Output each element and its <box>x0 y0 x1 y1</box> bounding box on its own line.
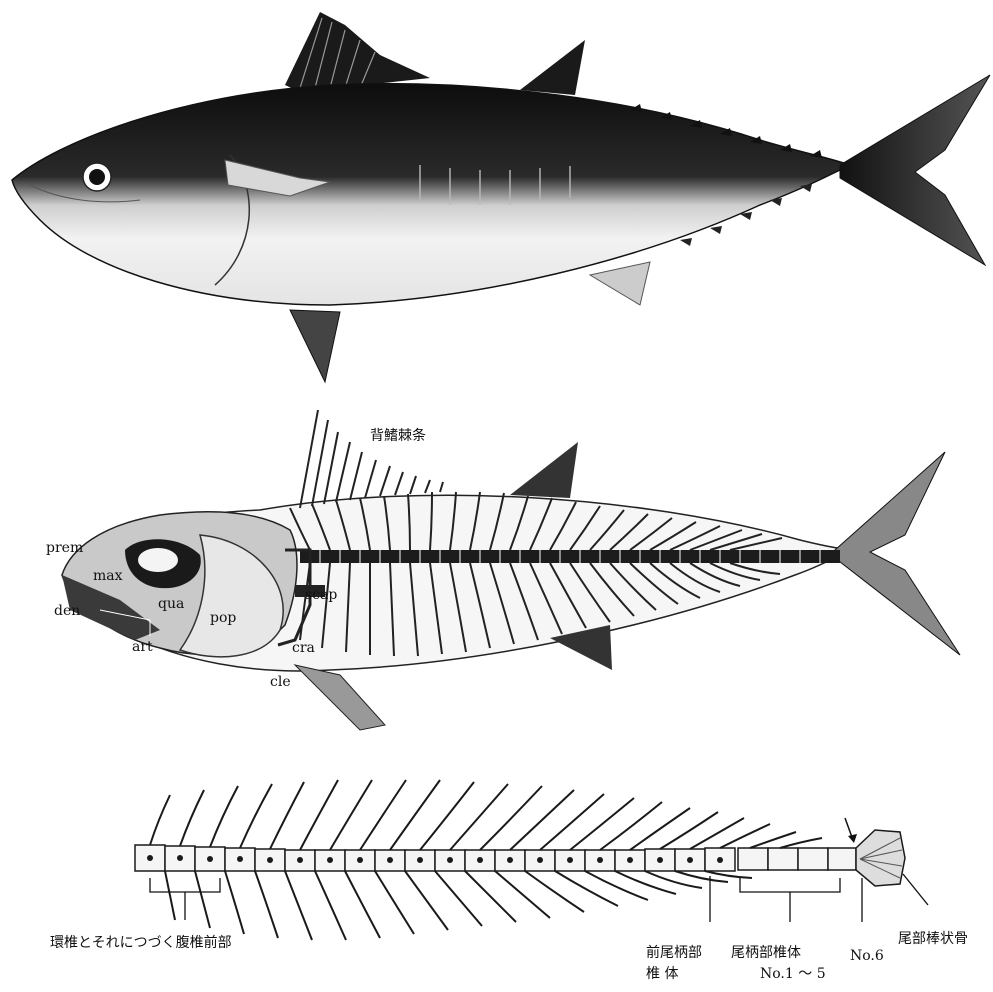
skeleton-second-dorsal-fin <box>510 442 578 498</box>
label-prem: prem <box>46 540 83 556</box>
label-scap: scap <box>305 587 337 603</box>
dorsal-fin-spines <box>300 410 443 508</box>
label-pre-caudal-line2: 椎 体 <box>646 966 678 982</box>
label-art: art <box>132 639 153 655</box>
vertebral-column-drawing <box>0 750 993 992</box>
label-pop: pop <box>210 610 236 626</box>
label-caudal-line1: 尾柄部椎体 <box>731 945 801 961</box>
tuna-body <box>12 84 850 305</box>
tuna-illustration-panel <box>0 0 993 395</box>
label-cle: cle <box>270 674 291 690</box>
label-no6: No.6 <box>850 948 884 964</box>
pelvic-fin <box>290 310 340 382</box>
label-cra: cra <box>292 640 315 656</box>
label-atlas-front: 環椎とそれにつづく腹椎前部 <box>50 935 232 951</box>
vertebra-chain <box>135 845 856 871</box>
label-den: den <box>54 603 80 619</box>
second-dorsal-fin <box>520 40 585 95</box>
vertebral-column <box>300 550 840 563</box>
tuna-body-drawing <box>0 0 993 395</box>
label-dorsal-spines: 背鰭棘条 <box>370 428 426 444</box>
skeleton-caudal-fin <box>835 452 960 655</box>
skeleton-illustration-panel: 背鰭棘条 prem max den qua art pop scap cra c… <box>0 400 993 745</box>
first-dorsal-fin <box>285 12 430 92</box>
label-urostyle: 尾部棒状骨 <box>898 931 968 947</box>
vertebral-column-panel: 環椎とそれにつづく腹椎前部 前尾柄部 椎 体 尾柄部椎体 No.1 ～ 5 No… <box>0 750 993 992</box>
label-max: max <box>93 568 123 584</box>
label-caudal-line2: No.1 ～ 5 <box>760 966 826 982</box>
column-neural-spines <box>150 780 822 850</box>
skeleton-pelvic-fin <box>295 665 385 730</box>
column-haemal-spines <box>165 871 752 940</box>
anal-fin <box>590 262 650 305</box>
caudal-fin <box>840 75 990 265</box>
skeleton-drawing <box>0 400 993 745</box>
label-pre-caudal-line1: 前尾柄部 <box>646 945 702 961</box>
label-qua: qua <box>158 596 184 612</box>
